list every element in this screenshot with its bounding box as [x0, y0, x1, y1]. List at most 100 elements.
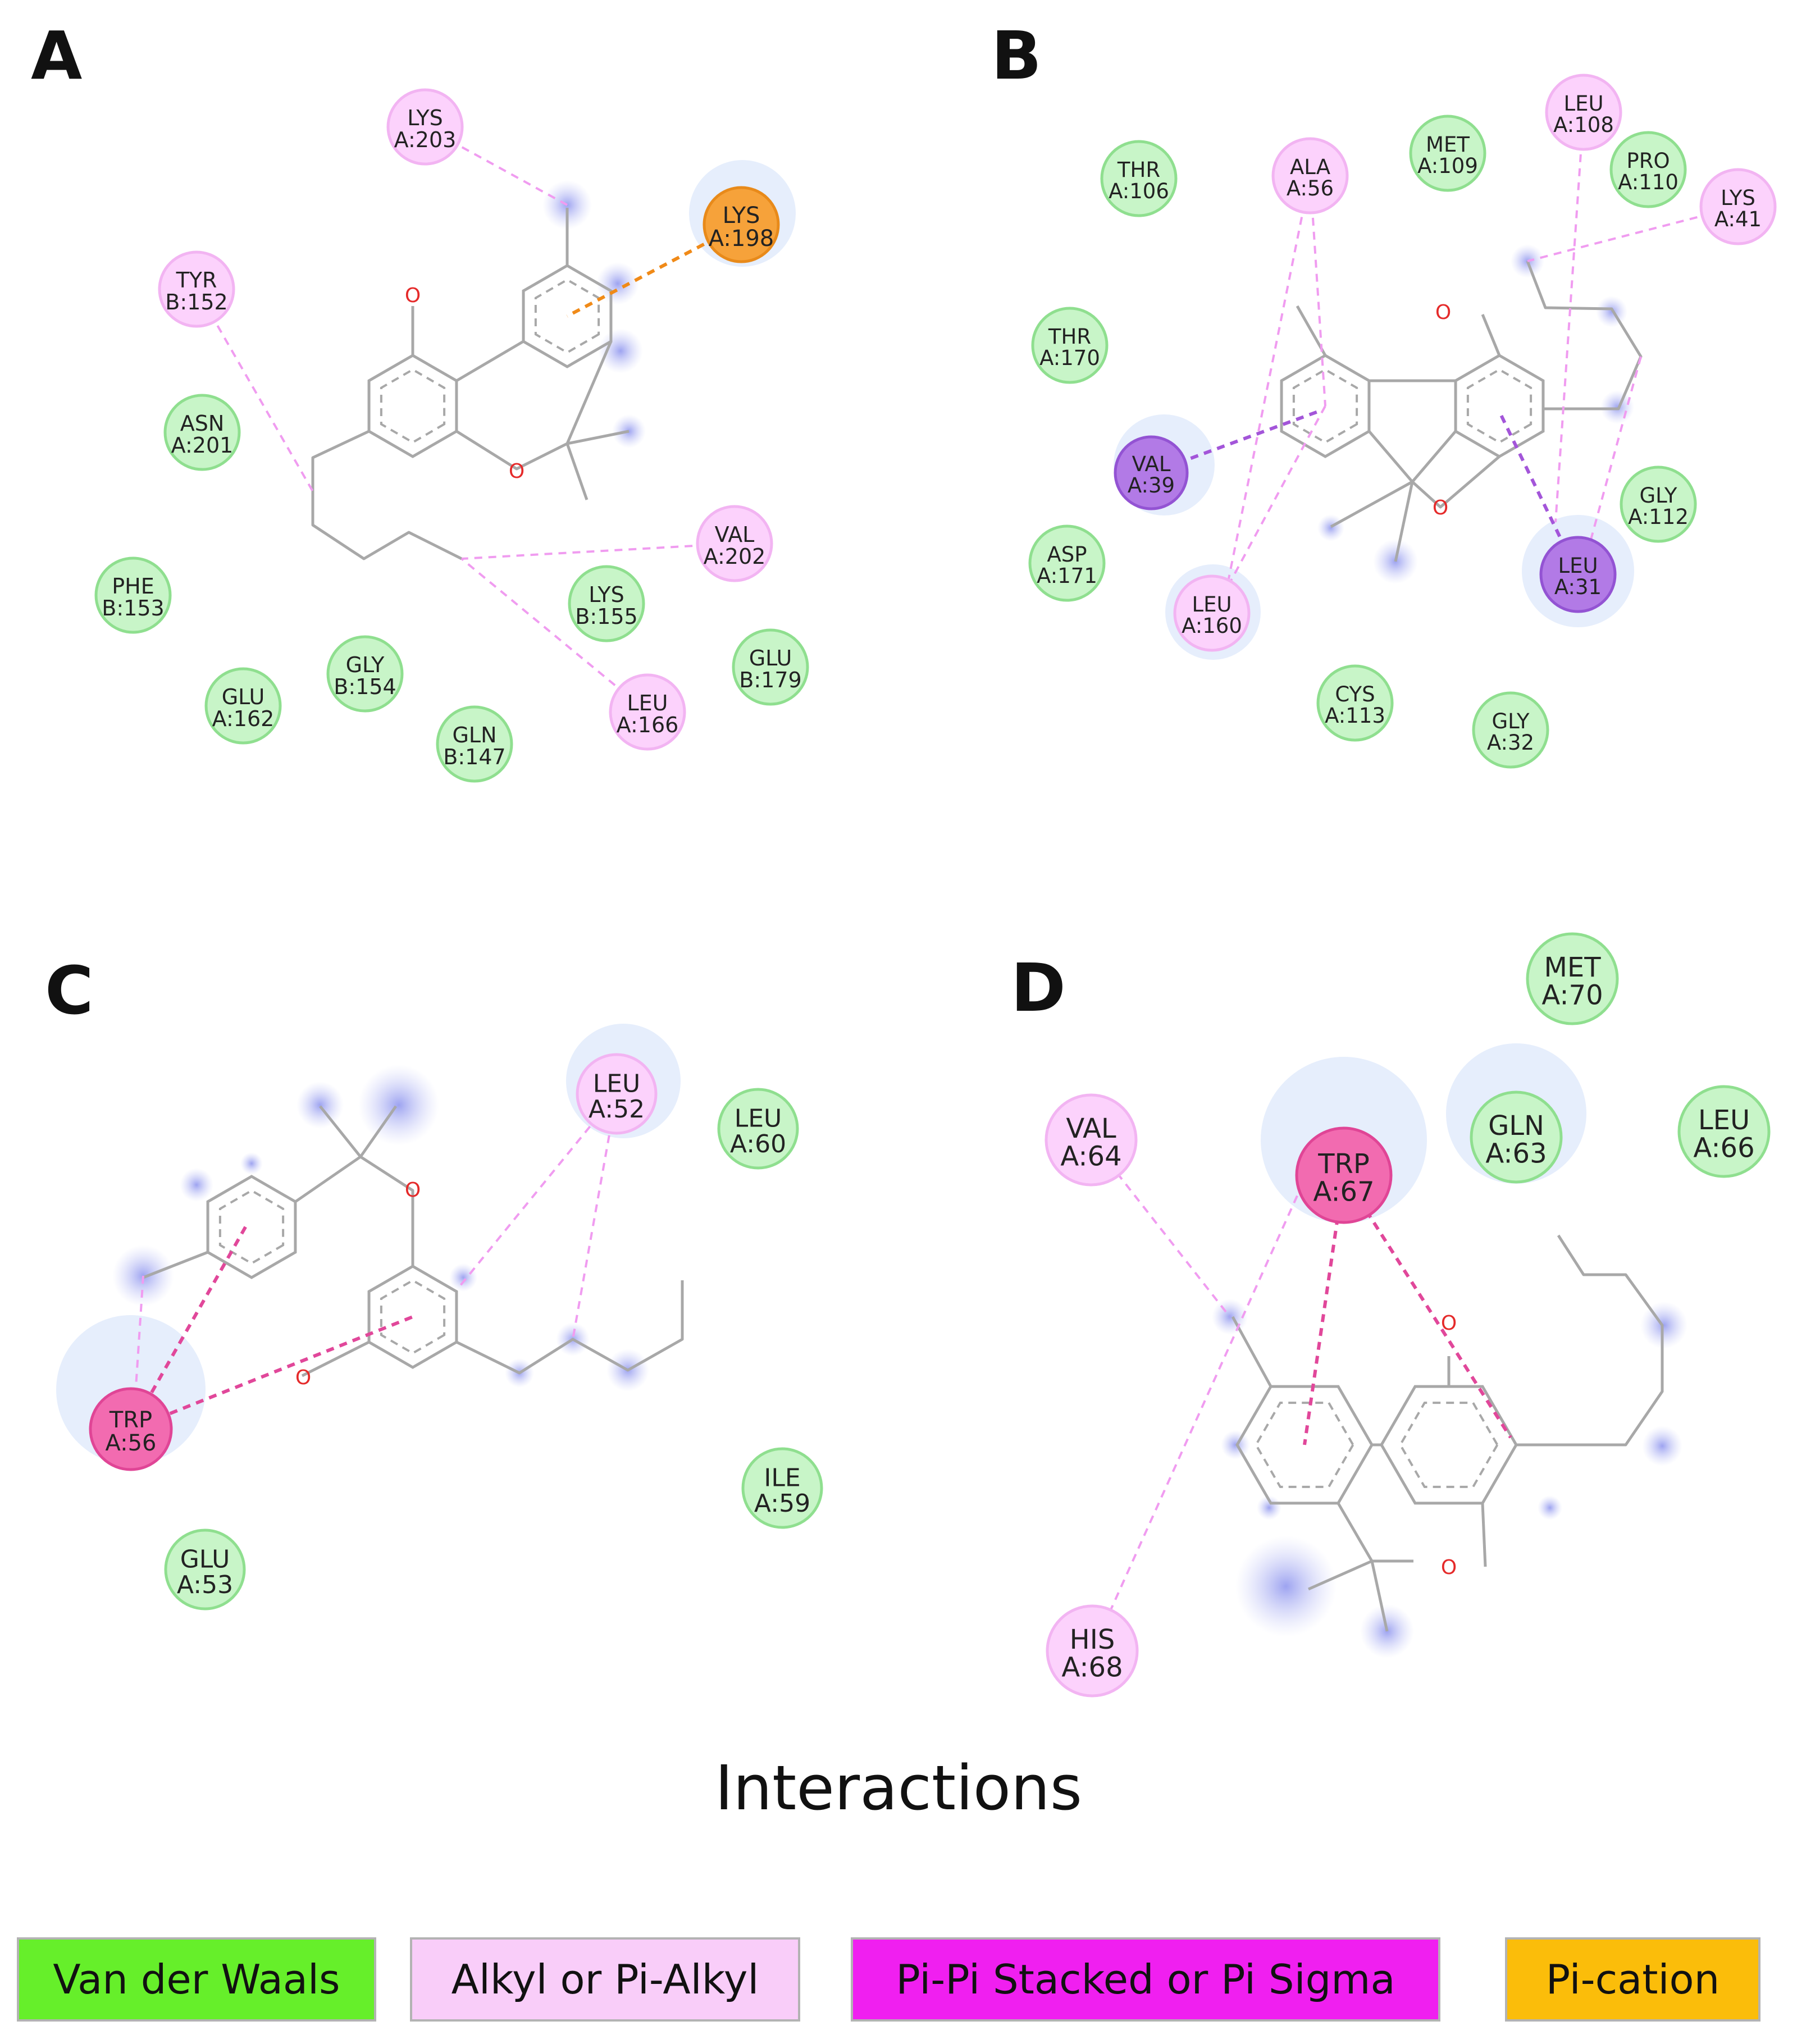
interaction-line-alkyl	[1090, 1139, 1231, 1318]
ligand-bond	[311, 430, 463, 560]
ligand-bond	[319, 1105, 362, 1158]
interaction-line-pipi	[130, 1315, 414, 1431]
panel-letter-b: B	[991, 17, 1042, 94]
ligand-bond	[301, 1340, 370, 1377]
residue-name: TRP	[1317, 1148, 1370, 1180]
residue-circle	[732, 628, 809, 706]
interaction-line-alkyl	[1222, 175, 1311, 607]
residue-name: THR	[1048, 325, 1091, 349]
interaction-line-alkyl	[460, 558, 649, 713]
residue-circle	[89, 1387, 173, 1471]
residue-name: PHE	[112, 574, 154, 599]
residue-circle	[1539, 536, 1617, 613]
aromatic-ring-bond	[367, 354, 458, 458]
solvent-blob	[1640, 1302, 1687, 1349]
residue-name: GLY	[1492, 709, 1530, 733]
interaction-line-alkyl	[1091, 1170, 1310, 1651]
solvent-blob	[1317, 514, 1344, 541]
solvent-blob	[598, 328, 643, 373]
ligand-bond	[359, 1105, 398, 1158]
interaction-line-alkyl	[461, 542, 735, 560]
residue-name: LEU	[1192, 592, 1232, 617]
residue-position: B:152	[165, 290, 227, 314]
oxygen-atom: O	[509, 460, 524, 483]
residue-name: LYS	[723, 203, 760, 229]
residue-circle	[576, 1053, 658, 1135]
ligand-bond	[1231, 1316, 1273, 1388]
residue-circle	[1100, 140, 1178, 217]
residue-name: PRO	[1626, 149, 1670, 173]
solvent-blob	[240, 1152, 263, 1175]
residue-position: A:162	[212, 706, 275, 731]
ligand-bond	[143, 1251, 208, 1279]
residue-position: A:171	[1037, 564, 1097, 588]
residue-position: A:68	[1061, 1652, 1123, 1683]
residue-position: A:198	[709, 226, 774, 252]
residue-name: GLY	[346, 653, 385, 677]
residue-position: A:170	[1039, 346, 1100, 370]
residue-circle	[1295, 1126, 1393, 1224]
panel-letter-c: C	[45, 952, 94, 1029]
residue-name: LEU	[735, 1104, 782, 1133]
aromatic-ring-inner	[380, 368, 446, 444]
residue-name: ASP	[1047, 542, 1087, 567]
residue-name: GLU	[749, 646, 792, 670]
ligand-bond	[1394, 481, 1414, 562]
residue-name: HIS	[1070, 1624, 1115, 1655]
ligand-bond	[565, 443, 589, 500]
residue-name: VAL	[715, 522, 755, 547]
ligand-bond	[294, 1155, 414, 1266]
legend-label: Van der Waals	[53, 1956, 340, 2003]
interaction-line-alkyl	[1554, 112, 1585, 523]
residue-name: CYS	[1335, 682, 1375, 706]
residue-circle	[1114, 435, 1189, 510]
ligand-bond	[455, 1280, 684, 1375]
residue-position: A:60	[730, 1130, 786, 1158]
residue-circle	[1409, 115, 1486, 192]
residue-circle	[1545, 74, 1622, 151]
residue-circle	[164, 1529, 246, 1610]
legend-van-der-waals: Van der Waals	[17, 1937, 376, 2022]
interaction-line-pipi	[1342, 1174, 1512, 1439]
aromatic-ring-bond	[1280, 354, 1371, 458]
oxygen-atom: O	[405, 1179, 421, 1202]
residue-position: A:202	[704, 544, 766, 569]
residue-circle	[1173, 574, 1251, 652]
residue-circle	[741, 1447, 823, 1529]
legend-pi-pi: Pi-Pi Stacked or Pi Sigma	[851, 1937, 1440, 2022]
solvent-blob	[596, 262, 639, 305]
residue-circle	[204, 667, 282, 745]
residue-position: B:153	[102, 596, 164, 620]
residue-circle	[1677, 1085, 1771, 1178]
aromatic-ring-bond	[206, 1175, 297, 1279]
residue-position: A:63	[1485, 1138, 1547, 1170]
solvent-blob	[1596, 296, 1627, 327]
residue-position: A:64	[1060, 1141, 1121, 1172]
solvent-blob	[449, 1263, 477, 1292]
residue-position: B:154	[334, 674, 396, 699]
residue-position: A:110	[1618, 170, 1679, 194]
residue-position: A:32	[1487, 731, 1534, 755]
residue-position: A:56	[1287, 176, 1334, 200]
residue-circle	[386, 88, 464, 166]
residue-circle	[703, 186, 780, 263]
residue-nodes: LYSA:203LYSA:198TYRB:152ASNA:201PHEB:153…	[89, 74, 1777, 1698]
